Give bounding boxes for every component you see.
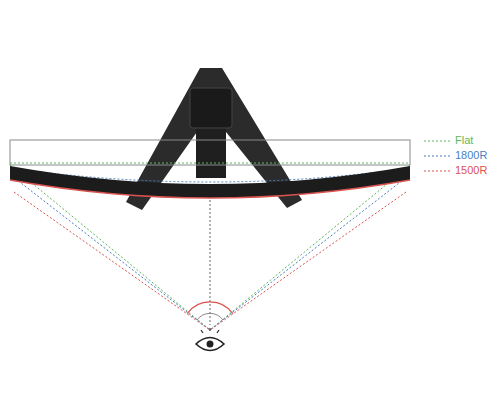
legend-entry: 1500R [424, 164, 487, 177]
legend-entry: 1800R [424, 149, 487, 162]
legend-line-sample [424, 153, 452, 159]
r1800-line [210, 176, 408, 330]
curved-screen [10, 166, 410, 198]
angle-arc [187, 302, 233, 314]
legend-line-sample [424, 138, 452, 144]
r1500-curve [10, 180, 410, 198]
center-line [210, 200, 211, 325]
legend-line-sample [424, 168, 452, 174]
legend-entry: Flat [424, 134, 473, 147]
flat-curve [10, 163, 410, 164]
legend-label: Flat [452, 134, 473, 147]
r1500-line [210, 192, 406, 330]
stand-hinge [190, 88, 232, 128]
r1800-line [12, 176, 210, 330]
legend-label: 1500R [452, 164, 487, 177]
angle-arc [197, 313, 223, 320]
r1500-line [14, 192, 210, 330]
eye-icon [196, 328, 224, 351]
flat-outline [10, 140, 410, 165]
legend-label: 1800R [452, 149, 487, 162]
viewing-lines [10, 163, 410, 330]
